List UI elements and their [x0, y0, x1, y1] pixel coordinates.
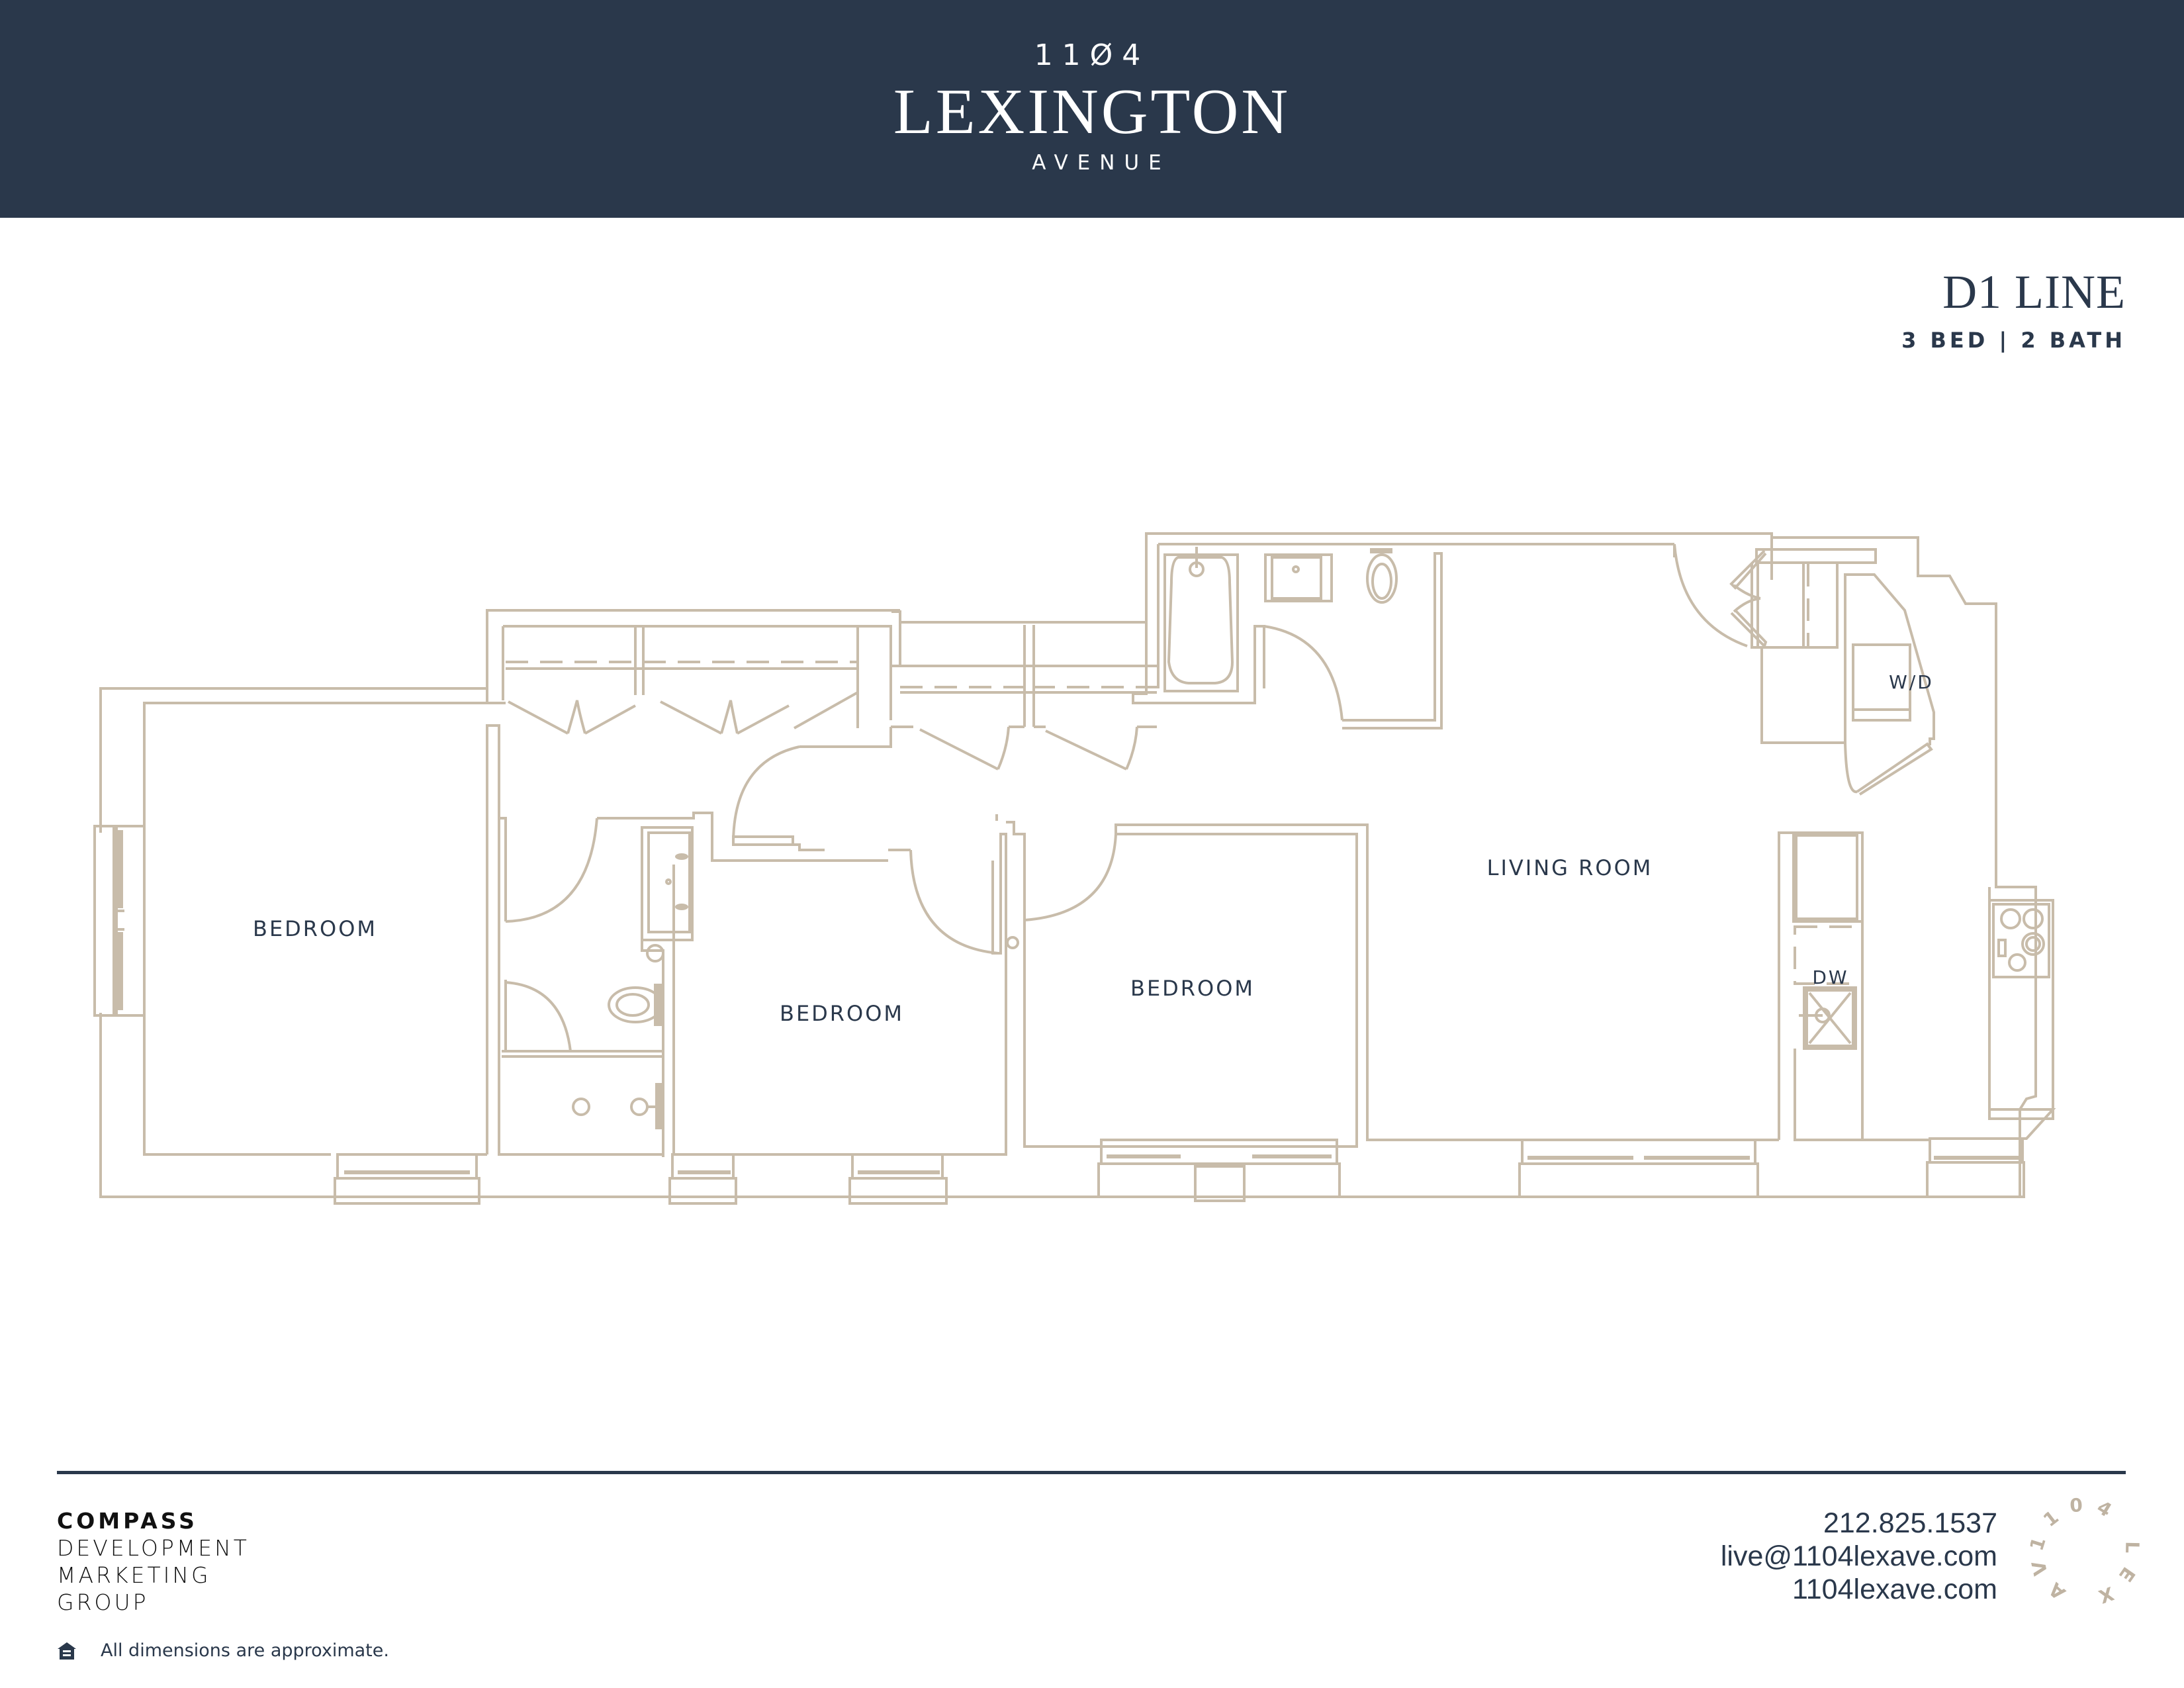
- dishwasher-label: DW: [1812, 966, 1848, 988]
- bathroom-2: [1132, 543, 1674, 729]
- circle-logo: 1104 LEX AVE: [2025, 1493, 2143, 1612]
- disclaimer-text: All dimensions are approximate.: [101, 1640, 389, 1661]
- bedroom-1: [143, 702, 506, 1205]
- circle-logo-text: 1104 LEX AVE: [2025, 1493, 2143, 1612]
- logo-name: LEXINGTON: [893, 76, 1291, 148]
- room-label-living-room: LIVING ROOM: [1487, 855, 1653, 880]
- compass-brand: COMPASS: [57, 1508, 198, 1534]
- compass-logo: COMPASS DEVELOPMENT MARKETING GROUP: [57, 1508, 250, 1616]
- unit-title: D1 LINE: [1942, 265, 2126, 318]
- unit-subtitle: 3 BED | 2 BATH: [1901, 328, 2126, 353]
- compass-line-1: DEVELOPMENT: [57, 1535, 250, 1561]
- room-label-bedroom-1: BEDROOM: [253, 916, 377, 941]
- room-label-bedroom-2: BEDROOM: [780, 1001, 904, 1026]
- equal-housing-icon: [58, 1642, 76, 1660]
- bedroom-3: [1006, 821, 1369, 1202]
- entry-closet: [1729, 548, 1935, 796]
- room-label-bedroom-3: BEDROOM: [1130, 976, 1255, 1001]
- washer-dryer-label: W/D: [1889, 671, 1934, 693]
- contact-website[interactable]: 1104lexave.com: [1792, 1573, 1997, 1605]
- living-room: [1366, 543, 1779, 1198]
- header-banner: 11Ø4 LEXINGTON AVENUE: [0, 0, 2184, 218]
- closet-bedroom-1: [486, 612, 892, 735]
- compass-line-3: GROUP: [57, 1589, 149, 1615]
- contact-info: 212.825.1537 live@1104lexave.com 1104lex…: [1721, 1507, 1997, 1606]
- logo-number: 11Ø4: [1034, 38, 1150, 72]
- bedroom-2: [668, 814, 1007, 1205]
- kitchen: [1778, 831, 2056, 1198]
- disclaimer: All dimensions are approximate.: [57, 1640, 389, 1661]
- contact-email[interactable]: live@1104lexave.com: [1720, 1540, 1997, 1572]
- logo-subtitle: AVENUE: [1032, 151, 1171, 175]
- window-left: [93, 825, 146, 1017]
- footer-divider: [57, 1471, 2126, 1474]
- bathroom-1: [498, 812, 713, 1157]
- exterior-wall: [99, 532, 2037, 1198]
- closet-hallway: [732, 622, 1157, 851]
- contact-phone[interactable]: 212.825.1537: [1823, 1507, 1997, 1539]
- compass-line-2: MARKETING: [57, 1562, 211, 1588]
